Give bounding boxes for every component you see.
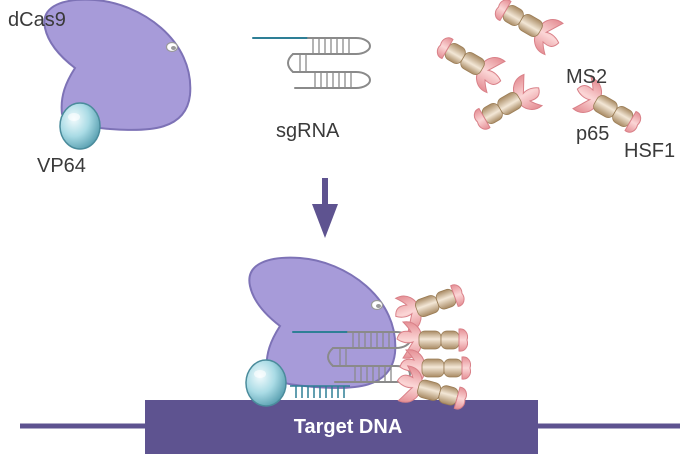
target-dna-label: Target DNA [294, 416, 403, 438]
down-arrow-icon [312, 178, 338, 238]
vp64-domain-icon [245, 359, 287, 407]
sgrna-label: sgRNA [276, 120, 340, 142]
p65-label: p65 [576, 123, 609, 145]
sgrna-hairpin-icon [252, 37, 371, 89]
dcas9-label: dCas9 [8, 9, 66, 31]
ms2-label: MS2 [566, 66, 607, 88]
vp64-label: VP64 [37, 155, 86, 177]
target-dna [20, 400, 680, 454]
hsf1-label: HSF1 [624, 140, 675, 162]
vp64-domain-icon [59, 102, 101, 150]
ms2-p65-hsf1-fusion-icon [389, 275, 470, 335]
ms2-p65-hsf1-fusion-icon [488, 0, 569, 59]
ms2-p65-hsf1-fusion-icon [430, 28, 511, 97]
spacer-dna-pairing [290, 385, 350, 398]
ms2-p65-hsf1-fusion-icon [396, 321, 469, 359]
